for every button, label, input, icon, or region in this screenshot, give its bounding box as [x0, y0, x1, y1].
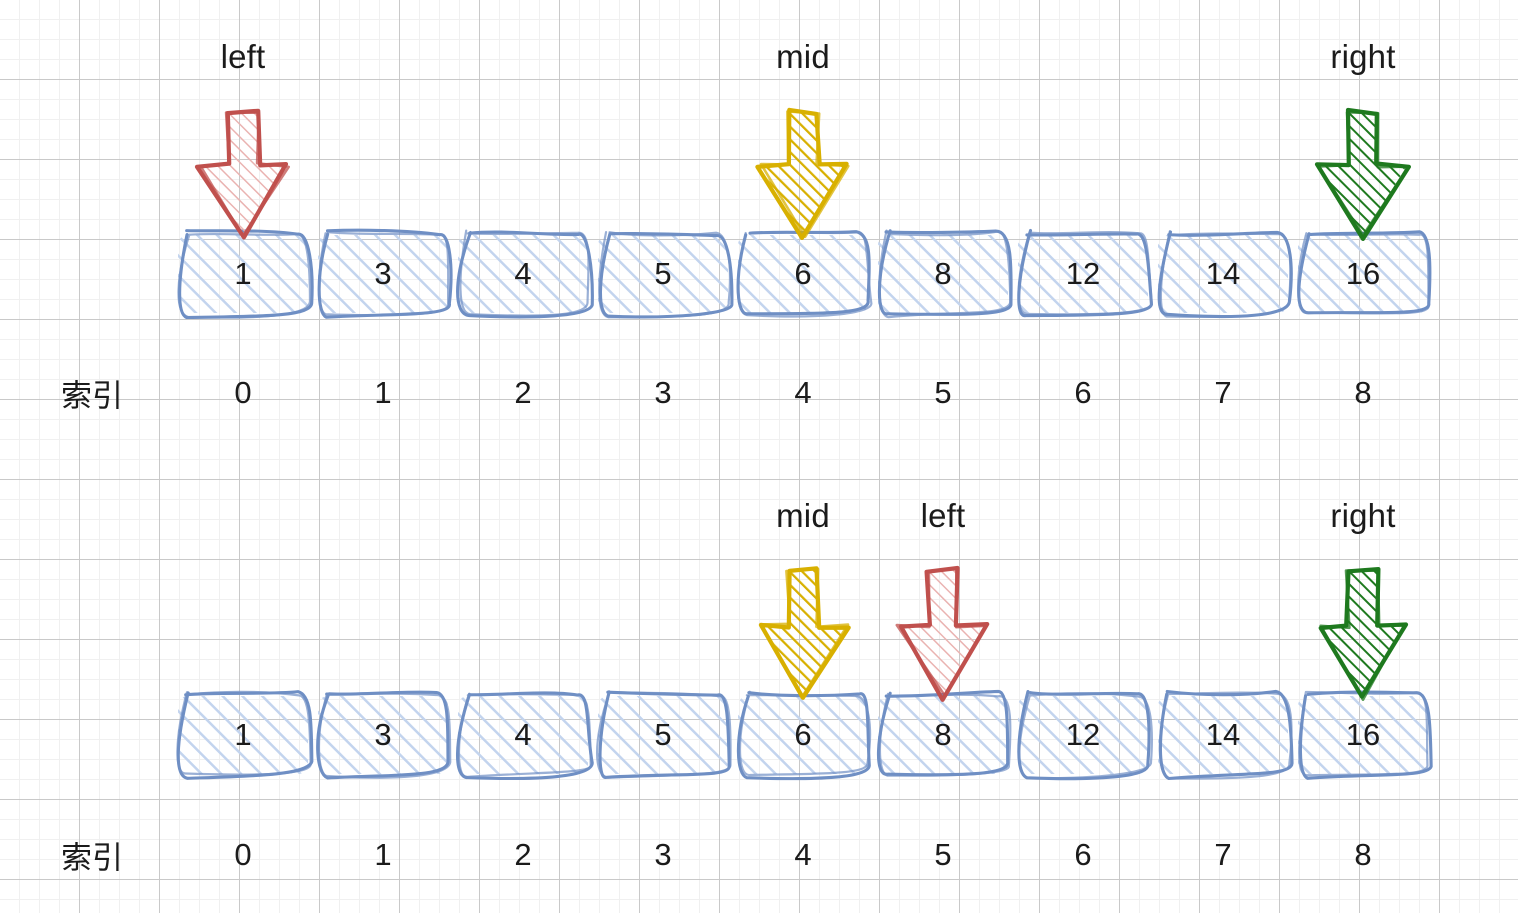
index-caption-step-1: 索引 — [61, 378, 123, 414]
pointer-label-step-2-mid: mid — [776, 497, 830, 534]
pointer-label-step-1-mid: mid — [776, 38, 830, 75]
index-caption-step-2: 索引 — [61, 840, 123, 876]
index-label-step-1-7: 7 — [1214, 375, 1232, 410]
index-label-step-1-5: 5 — [934, 375, 952, 410]
array-cell-step-1-4 — [736, 230, 873, 318]
array-cell-step-2-7 — [1158, 689, 1294, 781]
array-cell-step-1-0 — [177, 229, 314, 320]
array-cell-value-step-1-0: 1 — [234, 256, 252, 291]
array-cell-value-step-1-5: 8 — [934, 256, 952, 291]
array-cell-value-step-2-7: 14 — [1205, 717, 1241, 752]
pointer-arrow-step-1-left — [194, 108, 290, 240]
array-cell-step-2-3 — [595, 690, 732, 779]
index-label-step-2-0: 0 — [234, 837, 252, 872]
array-cell-step-2-0 — [176, 690, 314, 780]
index-label-step-2-1: 1 — [374, 837, 392, 872]
array-cell-value-step-2-0: 1 — [234, 717, 252, 752]
index-label-step-1-2: 2 — [514, 375, 532, 410]
pointer-arrow-step-2-right — [1318, 567, 1409, 701]
array-cell-step-1-5 — [877, 229, 1013, 319]
index-label-step-2-8: 8 — [1354, 837, 1372, 872]
pointer-arrow-step-1-mid — [755, 107, 850, 240]
array-cell-step-2-4 — [736, 690, 872, 781]
index-label-step-1-1: 1 — [374, 375, 392, 410]
pointer-arrow-step-1-right — [1314, 107, 1411, 241]
array-cell-value-step-2-6: 12 — [1065, 717, 1101, 752]
array-cell-step-1-6 — [1017, 228, 1154, 318]
pointer-label-step-2-left: left — [920, 497, 966, 534]
array-cell-step-1-1 — [317, 228, 453, 319]
pointer-label-step-2-right: right — [1330, 497, 1396, 534]
array-cell-value-step-1-6: 12 — [1065, 256, 1101, 291]
array-cell-step-2-2 — [455, 691, 594, 781]
array-cell-value-step-1-7: 14 — [1205, 256, 1241, 291]
index-label-step-1-0: 0 — [234, 375, 252, 410]
array-cell-step-1-3 — [598, 230, 734, 319]
array-cell-value-step-2-3: 5 — [654, 717, 672, 752]
array-cell-value-step-2-4: 6 — [794, 717, 812, 752]
index-label-step-1-4: 4 — [794, 375, 812, 410]
array-cell-value-step-2-2: 4 — [514, 717, 532, 752]
array-cell-value-step-1-8: 16 — [1345, 256, 1381, 291]
array-cell-value-step-1-2: 4 — [514, 256, 532, 291]
array-cell-value-step-1-4: 6 — [794, 256, 812, 291]
pointer-label-step-1-right: right — [1330, 38, 1396, 75]
array-cell-step-1-8 — [1297, 230, 1432, 315]
index-label-step-2-4: 4 — [794, 837, 812, 872]
index-label-step-1-3: 3 — [654, 375, 672, 410]
array-cell-step-1-2 — [456, 229, 594, 319]
pointer-label-step-1-left: left — [220, 38, 266, 75]
index-label-step-1-8: 8 — [1354, 375, 1372, 410]
index-label-step-2-5: 5 — [934, 837, 952, 872]
pointer-arrow-step-2-mid — [758, 566, 851, 700]
array-cell-step-1-7 — [1157, 230, 1293, 319]
index-label-step-2-6: 6 — [1074, 837, 1092, 872]
index-label-step-1-6: 6 — [1074, 375, 1092, 410]
array-cell-value-step-1-1: 3 — [374, 256, 392, 291]
array-cell-step-2-1 — [316, 690, 452, 780]
array-cell-step-2-5 — [876, 689, 1012, 777]
pointer-arrow-step-2-left — [895, 565, 990, 702]
array-cell-value-step-1-3: 5 — [654, 256, 672, 291]
index-label-step-2-2: 2 — [514, 837, 532, 872]
array-cell-value-step-2-8: 16 — [1345, 717, 1381, 752]
index-label-step-2-7: 7 — [1214, 837, 1232, 872]
array-cell-step-2-6 — [1017, 689, 1153, 781]
array-cell-value-step-2-1: 3 — [374, 717, 392, 752]
array-cell-value-step-2-5: 8 — [934, 717, 952, 752]
array-cell-step-2-8 — [1298, 690, 1433, 780]
index-label-step-2-3: 3 — [654, 837, 672, 872]
